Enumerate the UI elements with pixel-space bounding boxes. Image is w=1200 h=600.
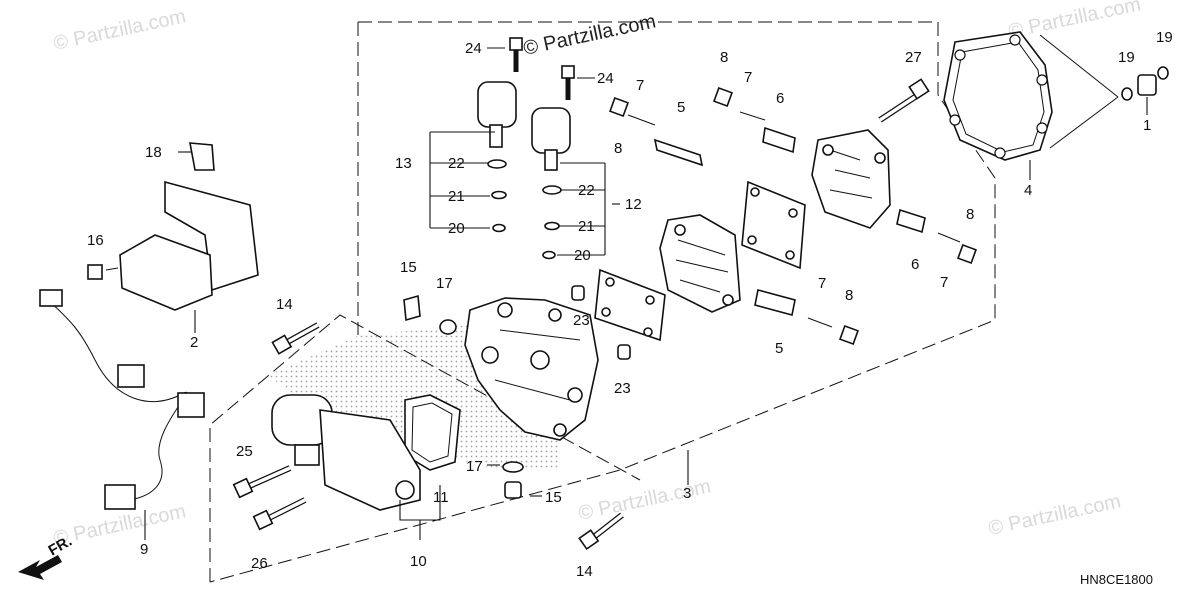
callout-label: 22 bbox=[578, 182, 595, 199]
washers bbox=[487, 159, 562, 260]
callout-label: 15 bbox=[545, 489, 562, 506]
callout-label: 15 bbox=[400, 259, 417, 276]
bracket-18 bbox=[164, 142, 259, 292]
callout-label: 14 bbox=[576, 563, 593, 580]
callout-label: 22 bbox=[448, 155, 465, 172]
callout-label: 23 bbox=[573, 312, 590, 329]
callout-label: 10 bbox=[410, 553, 427, 570]
valve-body-middle bbox=[659, 214, 741, 313]
front-arrow-icon: FR. bbox=[18, 533, 75, 580]
callout-label: 24 bbox=[465, 40, 482, 57]
callout-label: 5 bbox=[775, 340, 783, 357]
separator-plate-upper bbox=[741, 180, 806, 270]
plug-1 bbox=[1121, 66, 1169, 101]
callout-label: 16 bbox=[87, 232, 104, 249]
watermark: © Partzilla.com bbox=[986, 490, 1122, 540]
callout-label: 9 bbox=[140, 541, 148, 558]
callout-label: 11 bbox=[433, 489, 449, 506]
callout-label: 4 bbox=[1024, 182, 1032, 199]
watermark-top: © Partzilla.com bbox=[521, 10, 657, 60]
callout-label: 23 bbox=[614, 380, 631, 397]
callout-label: 25 bbox=[236, 443, 253, 460]
callout-label: 7 bbox=[744, 69, 752, 86]
callout-label: 20 bbox=[574, 247, 591, 264]
callout-label: 21 bbox=[448, 188, 465, 205]
cover-2 bbox=[87, 234, 213, 311]
small-parts bbox=[403, 285, 631, 499]
callout-label: 1 bbox=[1143, 117, 1151, 134]
bolt-26 bbox=[252, 497, 307, 531]
watermark: © Partzilla.com bbox=[1006, 0, 1142, 43]
callout-label: 27 bbox=[905, 49, 922, 66]
callout-label: 6 bbox=[776, 90, 784, 107]
solenoid-10 bbox=[271, 394, 421, 511]
callout-label: 7 bbox=[636, 77, 644, 94]
harness-9 bbox=[39, 289, 205, 510]
assembly-outline bbox=[209, 21, 996, 583]
callout-label: 3 bbox=[683, 485, 691, 502]
solenoid-12 bbox=[531, 65, 575, 171]
callout-label: 19 bbox=[1156, 29, 1173, 46]
bolt-27 bbox=[878, 78, 930, 123]
valve-body-upper bbox=[811, 129, 891, 229]
callout-label: 7 bbox=[818, 275, 826, 292]
callout-label: 26 bbox=[251, 555, 268, 572]
diagram-code: HN8CE1800 bbox=[1080, 572, 1153, 587]
leader-lines bbox=[105, 47, 1148, 540]
gasket-4 bbox=[943, 31, 1119, 161]
callout-label: 2 bbox=[190, 334, 198, 351]
callout-labels: 24 24 13 22 21 20 22 21 20 12 18 16 2 9 … bbox=[87, 29, 1173, 587]
callout-label: 8 bbox=[966, 206, 974, 223]
solenoid-13 bbox=[477, 37, 523, 148]
separator-plate-lower bbox=[594, 268, 666, 342]
callout-label: 17 bbox=[436, 275, 453, 292]
callout-label: 8 bbox=[720, 49, 728, 66]
callout-label: 18 bbox=[145, 144, 162, 161]
callout-label: 6 bbox=[911, 256, 919, 273]
watermark: © Partzilla.com bbox=[576, 475, 712, 525]
callout-label: 7 bbox=[940, 274, 948, 291]
callout-label: 14 bbox=[276, 296, 293, 313]
callout-label: 21 bbox=[578, 218, 595, 235]
callout-label: 19 bbox=[1118, 49, 1135, 66]
callout-label: 17 bbox=[466, 458, 483, 475]
callout-label: 12 bbox=[625, 196, 642, 213]
callout-label: 24 bbox=[597, 70, 614, 87]
bolt-14-upper bbox=[271, 322, 320, 355]
callout-label: 13 bbox=[395, 155, 412, 172]
callout-label: 20 bbox=[448, 220, 465, 237]
valves-springs bbox=[609, 87, 977, 345]
watermark: © Partzilla.com bbox=[51, 5, 187, 55]
bolt-14-lower bbox=[578, 512, 624, 551]
main-valve-body bbox=[464, 297, 599, 441]
callout-label: 5 bbox=[677, 99, 685, 116]
callout-label: 8 bbox=[614, 140, 622, 157]
callout-label: 8 bbox=[845, 287, 853, 304]
bolt-25 bbox=[232, 465, 292, 499]
